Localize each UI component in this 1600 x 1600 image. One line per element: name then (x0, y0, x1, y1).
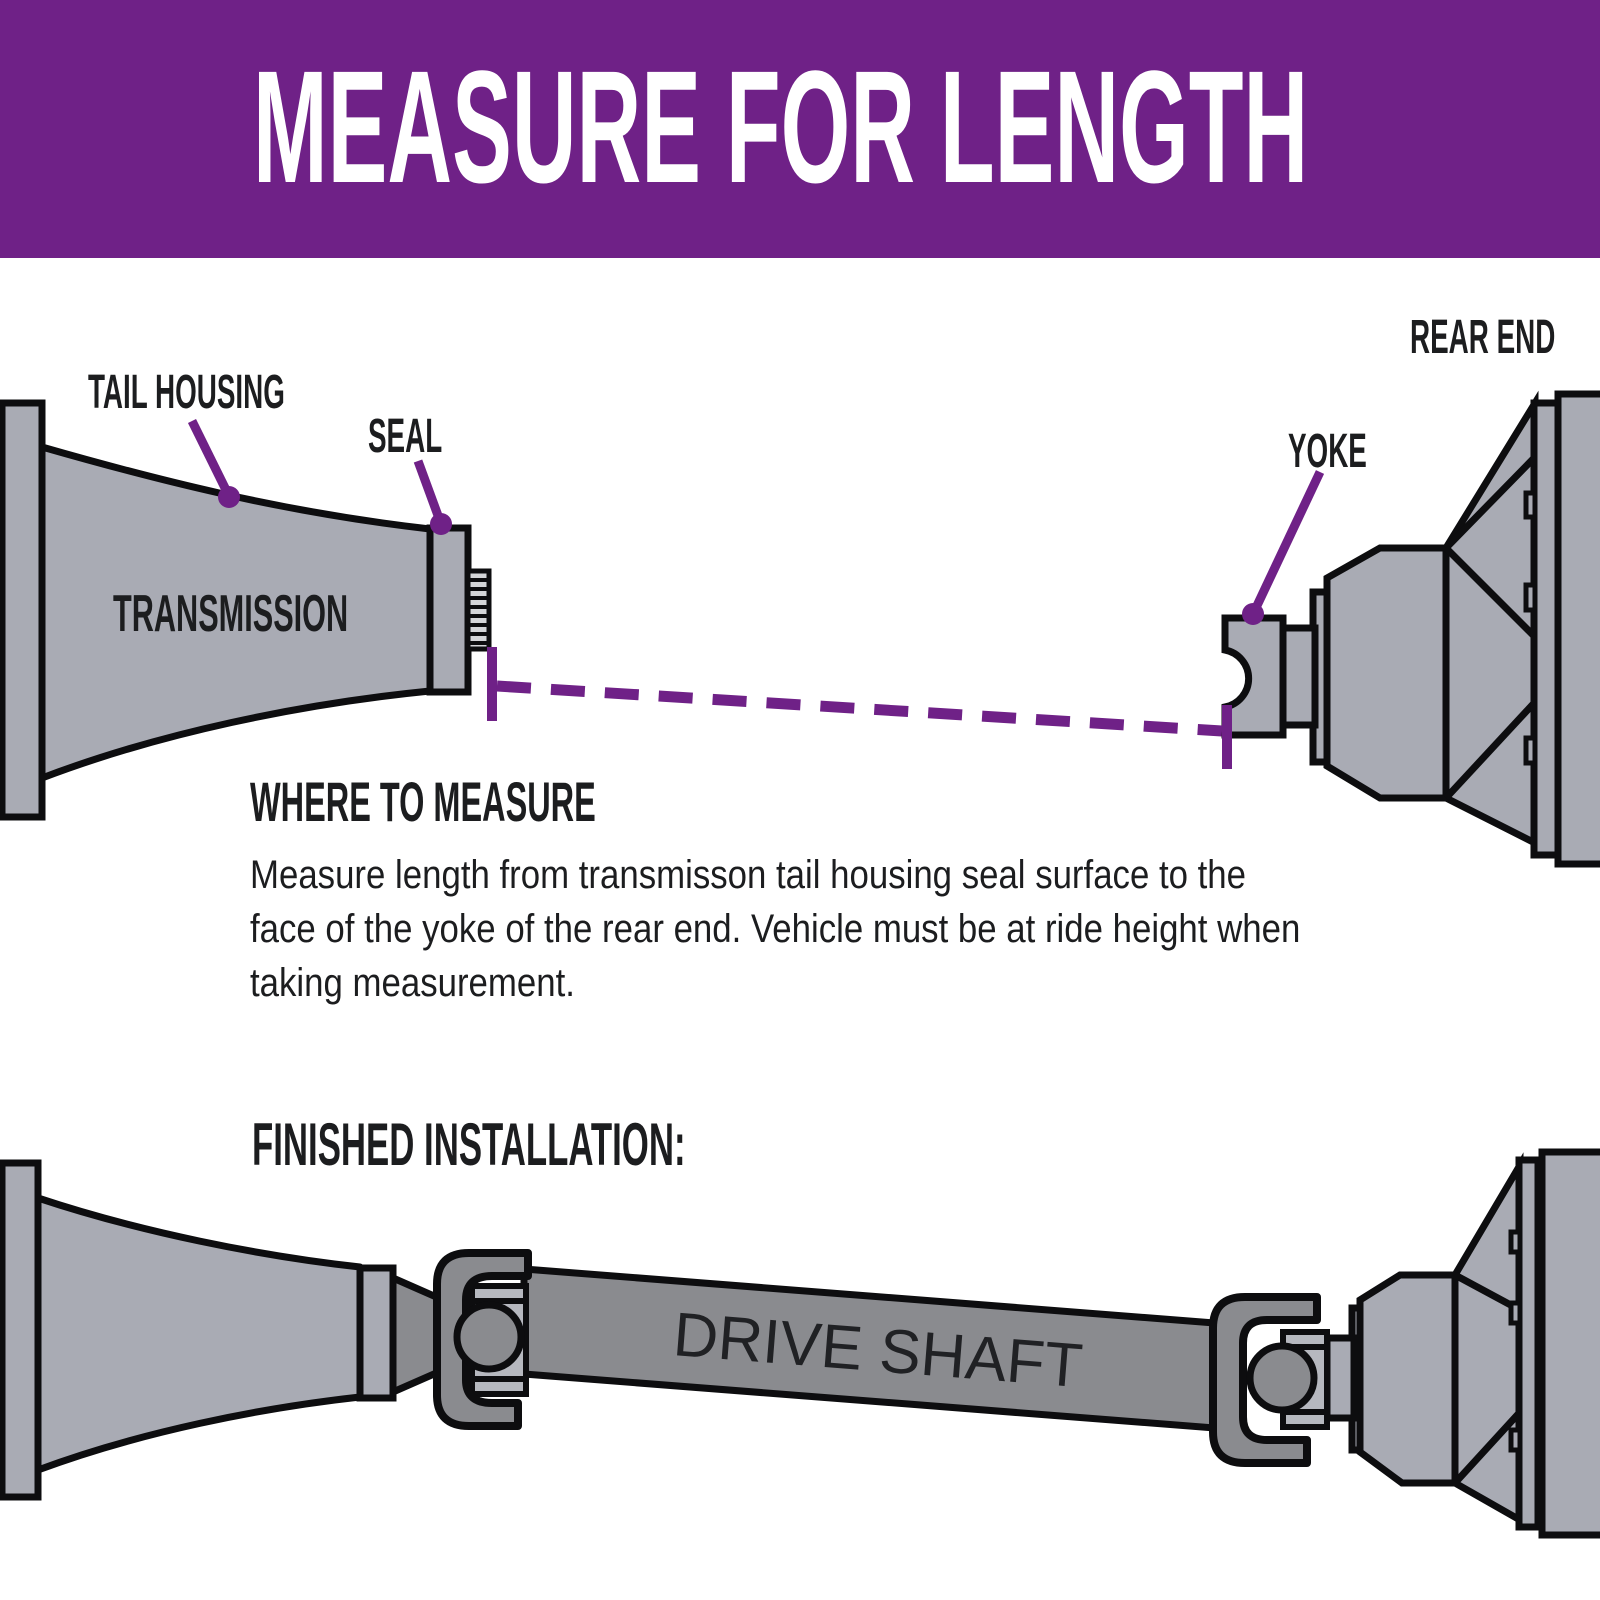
page-title: MEASURE FOR LENGTH (253, 39, 1308, 217)
body-line-2: face of the yoke of the rear end. Vehicl… (250, 906, 1300, 951)
measurement-dashed-line (496, 680, 1223, 737)
spline-shaft (465, 568, 492, 652)
measurement-line (487, 647, 1232, 769)
plate-stud (1523, 582, 1538, 613)
plate-stud (1523, 490, 1538, 520)
u-joint-bracket (1209, 1293, 1321, 1467)
seal-callout-line (413, 459, 445, 523)
measurement-diagram: TRANSMISSION TAIL HOUSING SEAL (0, 310, 1600, 868)
page-title-wrap: MEASURE FOR LENGTH (253, 39, 1308, 217)
yoke-callout-line (1249, 470, 1325, 614)
rear-end-label: REAR END (1410, 310, 1555, 364)
transmission-body (0, 1159, 42, 1501)
pinion-shaft (1279, 624, 1319, 729)
yoke-label: YOKE (1288, 424, 1367, 478)
u-joint-bracket (433, 1249, 532, 1430)
callout-dot (1242, 603, 1264, 625)
u-joint-rear (1209, 1293, 1330, 1467)
plate-stud (1523, 735, 1538, 766)
pinion-housing (1323, 544, 1450, 802)
rear-end-assembly (1323, 1148, 1600, 1539)
axle-housing (1538, 1148, 1600, 1539)
plate-stud (1508, 1300, 1523, 1326)
header-banner (0, 0, 1600, 258)
seal-shape (426, 524, 472, 696)
spline-ridges (468, 578, 489, 645)
tail-housing-label: TAIL HOUSING (88, 365, 285, 419)
body-line-1: Measure length from transmisson tail hou… (250, 852, 1246, 897)
callout-dot (430, 513, 452, 535)
pinion-shaft (1323, 1334, 1358, 1422)
tail-housing-callout-line (187, 419, 233, 496)
u-joint-front (433, 1249, 532, 1430)
rear-end-assembly (1221, 390, 1600, 868)
where-to-measure-section: WHERE TO MEASURE Measure length from tra… (250, 771, 1300, 1005)
finished-installation-heading: FINISHED INSTALLATION: (252, 1112, 686, 1178)
callout-dot (218, 486, 240, 508)
transmission-body (0, 399, 46, 821)
where-to-measure-heading: WHERE TO MEASURE (250, 771, 596, 833)
seal-shape (356, 1264, 397, 1402)
body-line-3: taking measurement. (250, 960, 575, 1005)
axle-plate (1515, 1156, 1542, 1531)
u-joint-ball (1246, 1342, 1318, 1414)
cone-facet-lines (1443, 454, 1538, 801)
finished-installation-diagram: DRIVE SHAFT (0, 1148, 1600, 1539)
axle-plate (1530, 399, 1562, 859)
plate-stud (1508, 1229, 1523, 1255)
seal-label: SEAL (368, 409, 442, 463)
axle-housing (1554, 390, 1600, 868)
transmission-label: TRANSMISSION (113, 585, 348, 643)
pinion-housing (1356, 1271, 1459, 1487)
u-joint-ball (453, 1301, 525, 1373)
plate-stud (1508, 1427, 1523, 1453)
